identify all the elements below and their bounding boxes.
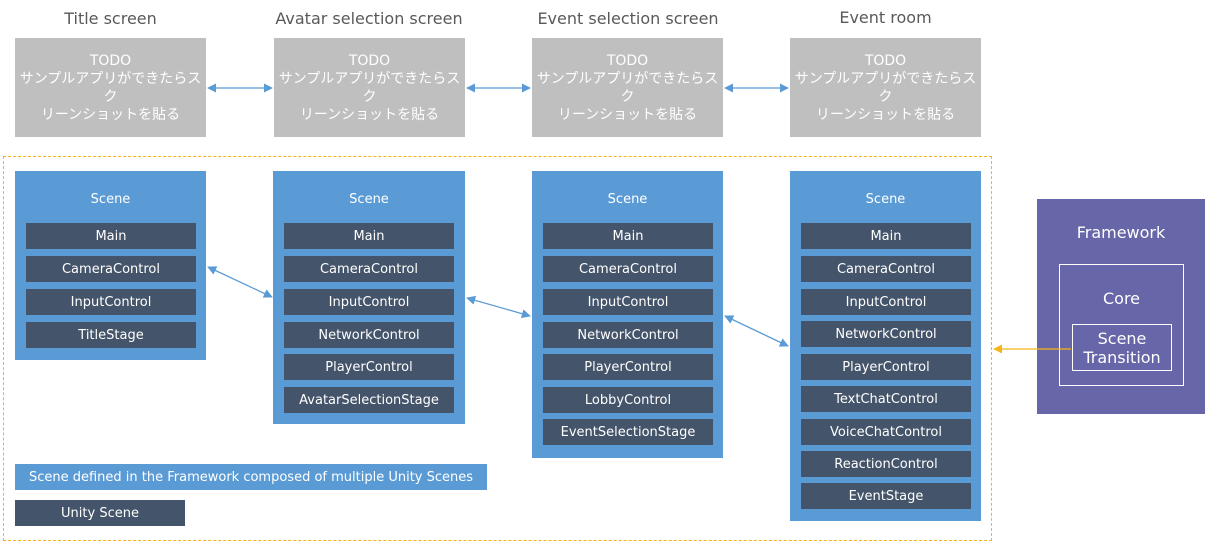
placeholder-line: サンプルアプリができたらスク <box>794 70 977 105</box>
placeholder-line: サンプルアプリができたらスク <box>536 70 719 105</box>
screenshot-placeholder-event-room: TODO サンプルアプリができたらスク リーンショットを貼る <box>790 38 981 137</box>
unity-scene-player-control: PlayerControl <box>284 354 454 380</box>
unity-scene-camera-control: CameraControl <box>801 256 971 282</box>
scene-transition-box: Scene Transition <box>1072 324 1172 371</box>
unity-scene-camera-control: CameraControl <box>26 256 196 282</box>
unity-scene-main: Main <box>26 223 196 249</box>
unity-scene-input-control: InputControl <box>26 289 196 315</box>
legend-unity-scene: Unity Scene <box>15 500 185 526</box>
placeholder-line: サンプルアプリができたらスク <box>19 70 202 105</box>
core-box <box>1059 264 1184 386</box>
unity-scene-title-stage: TitleStage <box>26 322 196 348</box>
arrow-scene-2-3 <box>466 295 531 319</box>
placeholder-line: サンプルアプリができたらスク <box>278 70 461 105</box>
unity-scene-main: Main <box>543 223 713 249</box>
unity-scene-network-control: NetworkControl <box>284 322 454 348</box>
unity-scene-reaction-control: ReactionControl <box>801 451 971 477</box>
placeholder-line: TODO <box>606 52 649 69</box>
scene-transition-line: Scene <box>1097 328 1147 348</box>
unity-scene-player-control: PlayerControl <box>543 354 713 380</box>
placeholder-line: リーンショットを貼る <box>40 106 181 123</box>
scene-label: Scene <box>349 192 389 207</box>
framework-scene-region <box>3 156 992 541</box>
unity-scene-event-selection-stage: EventSelectionStage <box>543 419 713 445</box>
unity-scene-input-control: InputControl <box>284 289 454 315</box>
unity-scene-network-control: NetworkControl <box>543 322 713 348</box>
unity-scene-lobby-control: LobbyControl <box>543 387 713 413</box>
screenshot-placeholder-avatar-selection: TODO サンプルアプリができたらスク リーンショットを貼る <box>274 38 465 137</box>
legend-framework-scene: Scene defined in the Framework composed … <box>15 464 487 490</box>
placeholder-line: リーンショットを貼る <box>299 106 440 123</box>
scene-label: Scene <box>865 192 906 207</box>
screen-title-avatar-selection: Avatar selection screen <box>275 9 463 28</box>
scene-label: Scene <box>90 192 131 207</box>
placeholder-line: リーンショットを貼る <box>557 106 698 123</box>
unity-scene-camera-control: CameraControl <box>284 256 454 282</box>
unity-scene-avatar-selection-stage: AvatarSelectionStage <box>284 387 454 413</box>
unity-scene-main: Main <box>284 223 454 249</box>
unity-scene-network-control: NetworkControl <box>801 321 971 347</box>
arrow-scene-1-2 <box>207 266 273 298</box>
screenshot-placeholder-title: TODO サンプルアプリができたらスク リーンショットを貼る <box>15 38 206 137</box>
placeholder-line: TODO <box>89 52 132 69</box>
arrow-scene-3-4 <box>724 315 789 347</box>
screen-title-event-selection: Event selection screen <box>537 9 719 28</box>
screenshot-placeholder-event-selection: TODO サンプルアプリができたらスク リーンショットを貼る <box>532 38 723 137</box>
placeholder-line: リーンショットを貼る <box>815 106 956 123</box>
scene-transition-line: Transition <box>1083 347 1161 367</box>
core-label: Core <box>1102 289 1141 308</box>
unity-scene-input-control: InputControl <box>801 289 971 315</box>
unity-scene-camera-control: CameraControl <box>543 256 713 282</box>
screen-title-event-room: Event room <box>839 8 932 27</box>
framework-box <box>1037 199 1205 414</box>
unity-scene-player-control: PlayerControl <box>801 354 971 380</box>
unity-scene-main: Main <box>801 223 971 249</box>
unity-scene-text-chat-control: TextChatControl <box>801 386 971 412</box>
placeholder-line: TODO <box>348 52 391 69</box>
unity-scene-input-control: InputControl <box>543 289 713 315</box>
unity-scene-event-stage: EventStage <box>801 483 971 509</box>
screen-title-title: Title screen <box>64 9 157 28</box>
framework-label: Framework <box>1076 223 1166 242</box>
unity-scene-voice-chat-control: VoiceChatControl <box>801 419 971 445</box>
scene-label: Scene <box>607 192 648 207</box>
placeholder-line: TODO <box>864 52 907 69</box>
